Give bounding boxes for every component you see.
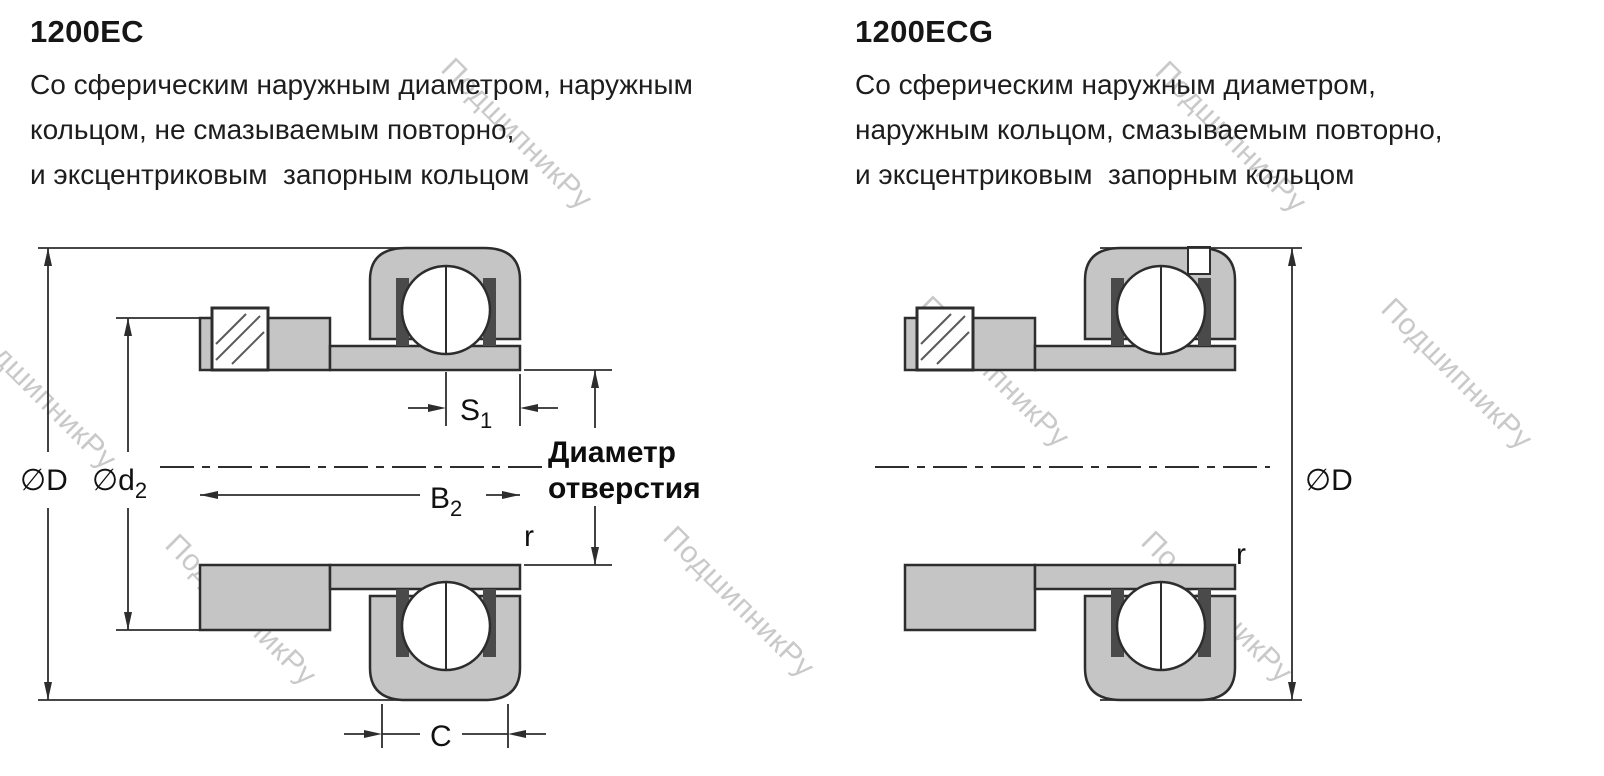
right-panel: 1200ECG Со сферическим наружным диаметро… <box>855 14 1595 197</box>
bearing-diagram-1200ec: ∅D ∅d2 B2 S1 <box>20 246 701 753</box>
description-line: Со сферическим наружным диаметром, наруж… <box>30 69 693 100</box>
locking-collar <box>903 306 1037 632</box>
left-panel: 1200EC Со сферическим наружным диаметром… <box>30 14 820 197</box>
label-r: r <box>524 520 534 553</box>
description-line: наружным кольцом, смазываемым повторно, <box>855 114 1443 145</box>
label-s1: S1 <box>460 394 492 433</box>
label-bore-line1: Диаметр <box>548 436 676 469</box>
label-b2: B2 <box>430 482 462 521</box>
model-title-right: 1200ECG <box>855 14 994 49</box>
bearing-diagram-1200ecg: ∅D r <box>875 246 1353 702</box>
model-title-left: 1200EC <box>30 14 144 49</box>
dim-d2: ∅d2 <box>92 317 208 631</box>
label-bore-line2: отверстия <box>548 472 701 505</box>
label-c: C <box>430 720 452 753</box>
dim-outer-diameter: ∅D <box>20 247 484 701</box>
label-d2: ∅d2 <box>92 464 147 503</box>
dim-s1: S1 <box>408 372 558 433</box>
inner-ring-sleeve <box>1033 344 1237 591</box>
dim-b2: B2 <box>200 482 520 521</box>
label-diameter-d: ∅D <box>1305 464 1353 497</box>
label-r: r <box>1236 538 1246 571</box>
description-line: кольцом, не смазываемым повторно, <box>30 114 515 145</box>
description-line: и эксцентриковым запорным кольцом <box>30 159 530 190</box>
description-line: Со сферическим наружным диаметром, <box>855 69 1376 100</box>
dim-outer-diameter: ∅D <box>1100 247 1353 701</box>
grease-hole <box>1187 246 1211 275</box>
description-line: и эксцентриковым запорным кольцом <box>855 159 1355 190</box>
dim-bore-diameter: Диаметр отверстия <box>524 369 701 566</box>
dim-c: C <box>344 704 546 753</box>
locking-collar <box>198 306 332 632</box>
label-diameter-d: ∅D <box>20 464 68 497</box>
